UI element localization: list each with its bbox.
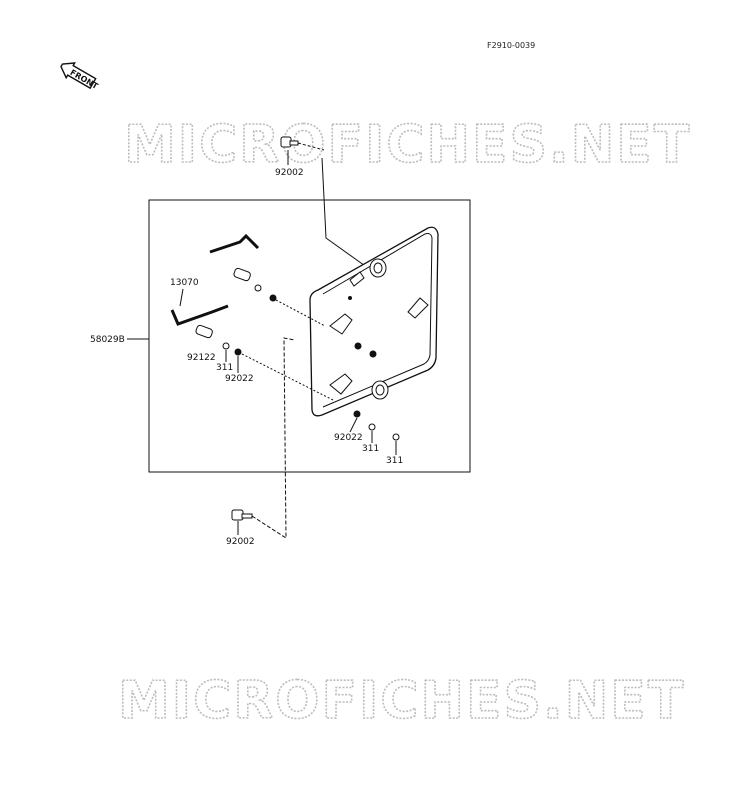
assembly-frame (148, 199, 471, 473)
label-bolt-top: 92002 (275, 168, 304, 178)
label-washer-right-b: 311 (386, 456, 403, 466)
label-rod: 13070 (170, 278, 199, 288)
washer-right-a-icon (368, 423, 376, 431)
collar-bottom-icon (195, 324, 213, 339)
front-arrow-icon: FRONT (60, 62, 100, 91)
label-nut-left: 92022 (225, 374, 254, 384)
leader-bottom-bolt-to-plate (251, 337, 296, 539)
leader-rod (179, 288, 184, 307)
label-collar: 92122 (187, 353, 216, 363)
leader-nut-left (241, 353, 334, 401)
label-washer-left: 311 (216, 363, 233, 373)
collar-top-icon (233, 267, 251, 282)
label-bolt-bottom: 92002 (226, 537, 255, 547)
nut-right-icon (353, 410, 361, 418)
watermark-top: MICROFICHES.NET (124, 115, 691, 175)
nut-left-top-icon (269, 294, 277, 302)
leader-nut-right (349, 417, 358, 433)
leader-top-bolt-to-plate (321, 157, 369, 269)
washer-right-b-icon (392, 433, 400, 441)
washer-left-icon (222, 342, 230, 350)
nut-left-icon (234, 348, 242, 356)
plate-icon (309, 226, 439, 417)
rod-icon (170, 233, 260, 326)
washer-left-top-icon (254, 284, 262, 292)
watermark-bottom: MICROFICHES.NET (118, 671, 685, 731)
label-washer-right-a: 311 (362, 444, 379, 454)
bolt-top-icon (280, 136, 325, 151)
label-plate-assembly: 58029B (90, 335, 125, 345)
figure-code: F2910-0039 (487, 41, 535, 50)
bolt-bottom-icon (231, 509, 253, 521)
label-nut-right: 92022 (334, 433, 363, 443)
leader-nut-left-top (275, 299, 326, 327)
